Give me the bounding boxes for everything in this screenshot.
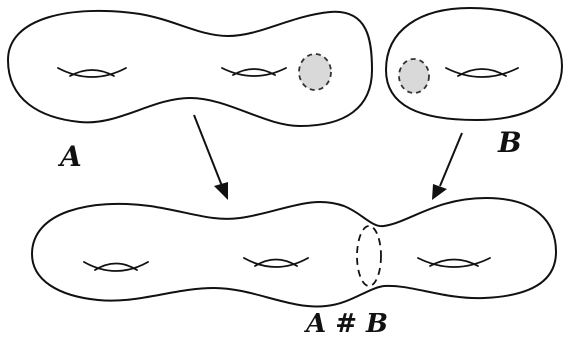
label-sum: A # B <box>303 309 388 337</box>
connected-sum-outline <box>32 198 556 306</box>
surface-b-removed-disc <box>399 59 429 93</box>
surface-connected-sum <box>32 198 556 306</box>
surface-a <box>8 11 372 126</box>
connecting-tube-circle <box>357 226 381 286</box>
label-b: B <box>497 126 522 159</box>
surface-b <box>386 8 562 120</box>
surface-a-removed-disc <box>299 54 331 90</box>
arrow-b-to-sum <box>432 133 462 200</box>
label-a: A <box>57 140 82 173</box>
arrow-a-to-sum <box>194 115 228 200</box>
